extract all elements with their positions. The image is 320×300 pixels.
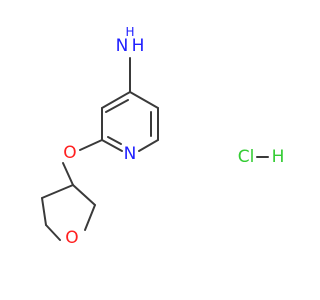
- bond-thf-c3-c2: [72, 184, 96, 206]
- bond-o-c3thf: [62, 162, 74, 186]
- thf-oxygen-label: O: [65, 228, 78, 248]
- bond-c2-n1-inner: [107, 136, 122, 145]
- bond-c4-c3: [101, 91, 131, 109]
- bond-thf-c2-o: [84, 204, 96, 231]
- molecule-structure: N H H N O O Cl H: [41, 25, 284, 248]
- bond-thf-o-c5: [45, 224, 61, 241]
- bond-c5-c4: [129, 91, 159, 109]
- hcl-hydrogen-label: H: [272, 147, 285, 167]
- bond-c4-c3-inner: [105, 99, 129, 113]
- bond-thf-c5-c4: [41, 197, 47, 226]
- pyridine-nitrogen-label: N: [124, 144, 137, 164]
- ether-oxygen-label: O: [63, 143, 76, 163]
- hcl-chlorine-label: Cl: [238, 147, 255, 167]
- bond-n1-c6: [138, 139, 159, 152]
- amine-hydrogen-label: H: [132, 36, 145, 56]
- bond-c2-o: [79, 139, 103, 151]
- bonds: [41, 57, 269, 241]
- atom-labels: N H H N O O Cl H: [63, 25, 284, 248]
- amine-nitrogen-label: N: [116, 36, 129, 56]
- bond-thf-c4-c3: [41, 184, 74, 199]
- bond-c2-n1: [101, 139, 123, 152]
- amine-hydrogen-subscript: H: [125, 25, 134, 39]
